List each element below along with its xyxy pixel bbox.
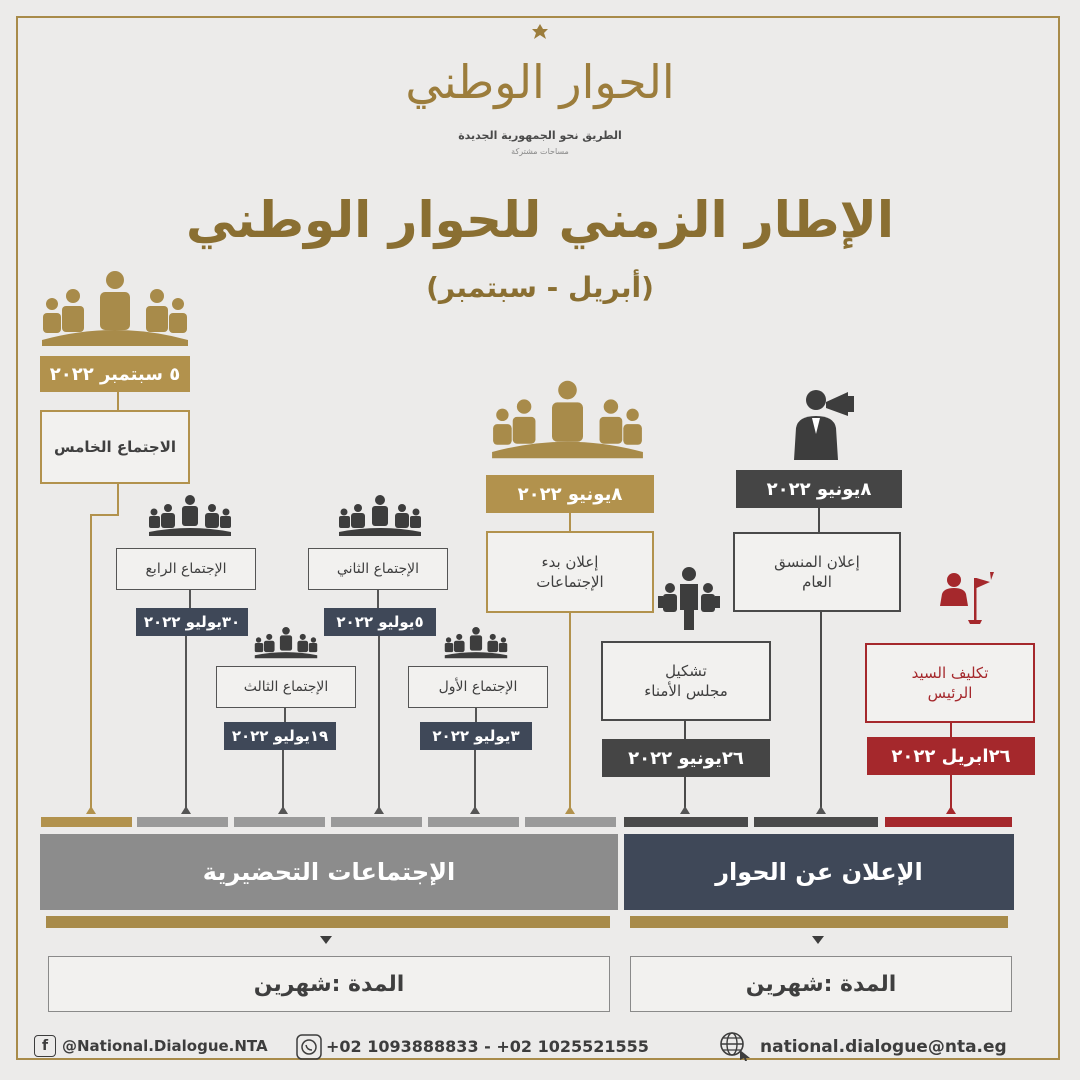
timeline-segment [137, 817, 228, 827]
duration-bar [630, 916, 1008, 928]
group-people-icon [656, 566, 722, 632]
timeline-segment [885, 817, 1012, 827]
connector-line [474, 750, 476, 810]
arrow-up-icon [816, 806, 826, 814]
meeting-small-icon [444, 626, 508, 660]
connector-line [569, 513, 571, 531]
event-box-trustees: تشكيل مجلس الأمناء [601, 641, 771, 721]
outer-frame [16, 16, 1060, 1060]
email-address[interactable]: national.dialogue@nta.eg [760, 1037, 1007, 1057]
date-badge-start-meetings: ٨يونيو ٢٠٢٢ [486, 475, 654, 513]
timeline-segment [754, 817, 878, 827]
date-badge-first: ٣يوليو ٢٠٢٢ [420, 722, 532, 750]
date-badge-fifth: ٥ سبتمبر ٢٠٢٢ [40, 356, 190, 392]
event-box-coordinator: إعلان المنسق العام [733, 532, 901, 612]
connector-line [117, 484, 119, 514]
page-title: الإطار الزمني للحوار الوطني [185, 191, 895, 249]
connector-line [282, 750, 284, 810]
arrow-up-icon [181, 806, 191, 814]
date-badge-third: ١٩يوليو ٢٠٢٢ [224, 722, 336, 750]
arrow-down-icon [320, 936, 332, 944]
president-flag-icon [938, 570, 998, 626]
timeline-segment [234, 817, 325, 827]
event-box-first: الإجتماع الأول [408, 666, 548, 708]
meeting-small-icon [254, 626, 318, 660]
phase-prep: الإجتماعات التحضيرية [40, 834, 618, 910]
logo-tagline: الطريق نحو الجمهورية الجديدة [458, 128, 622, 142]
facebook-icon: f [34, 1035, 56, 1057]
event-box-fourth: الإجتماع الرابع [116, 548, 256, 590]
date-badge-coordinator: ٨يونيو ٢٠٢٢ [736, 470, 902, 508]
connector-line [684, 721, 686, 739]
arrow-up-icon [565, 806, 575, 814]
phone-numbers[interactable]: +02 1093888833 - +02 1025521555 [326, 1037, 649, 1056]
event-box-second: الإجتماع الثاني [308, 548, 448, 590]
connector-line [90, 514, 92, 810]
arrow-up-icon [946, 806, 956, 814]
event-box-start-meetings: إعلان بدء الإجتماعات [486, 531, 654, 613]
connector-line [378, 636, 380, 810]
logo-tagline-sub: مساحات مشتركة [511, 146, 569, 156]
connector-line [90, 514, 119, 516]
arrow-up-icon [278, 806, 288, 814]
connector-line [818, 508, 820, 532]
arrow-up-icon [470, 806, 480, 814]
duration-prep: المدة :شهرين [48, 956, 610, 1012]
connector-line [189, 590, 191, 608]
meeting-table-icon [40, 268, 190, 350]
globe-icon [718, 1030, 752, 1062]
date-badge-second: ٥يوليو ٢٠٢٢ [324, 608, 436, 636]
arrow-up-icon [680, 806, 690, 814]
connector-line [950, 775, 952, 810]
megaphone-speaker-icon [790, 388, 860, 460]
timeline-segment [624, 817, 748, 827]
meeting-small-icon [148, 494, 232, 538]
connector-line [684, 777, 686, 810]
connector-line [117, 392, 119, 410]
arrow-up-icon [86, 806, 96, 814]
whatsapp-icon [296, 1034, 322, 1060]
meeting-table-icon [490, 376, 645, 464]
connector-line [284, 708, 286, 722]
phase-announce: الإعلان عن الحوار [624, 834, 1014, 910]
connector-line [820, 612, 822, 810]
connector-line [377, 590, 379, 608]
event-box-fifth: الاجتماع الخامس [40, 410, 190, 484]
timeline-segment [41, 817, 132, 827]
duration-announce: المدة :شهرين [630, 956, 1012, 1012]
date-badge-fourth: ٣٠يوليو ٢٠٢٢ [136, 608, 248, 636]
page-subtitle: (أبريل - سبتمبر) [426, 270, 654, 304]
arrow-down-icon [812, 936, 824, 944]
date-badge-president: ٢٦ابريل ٢٠٢٢ [867, 737, 1035, 775]
logo: الحوار الوطني [405, 55, 675, 109]
connector-line [569, 613, 571, 809]
meeting-small-icon [338, 494, 422, 538]
emblem-icon [510, 22, 570, 42]
date-badge-trustees: ٢٦يونيو ٢٠٢٢ [602, 739, 770, 777]
duration-bar [46, 916, 610, 928]
event-box-third: الإجتماع الثالث [216, 666, 356, 708]
timeline-segment [331, 817, 422, 827]
connector-line [185, 636, 187, 810]
connector-line [475, 708, 477, 722]
event-box-president: تكليف السيد الرئيس [865, 643, 1035, 723]
arrow-up-icon [374, 806, 384, 814]
timeline-segment [428, 817, 519, 827]
facebook-handle[interactable]: @National.Dialogue.NTA [62, 1037, 268, 1055]
timeline-segment [525, 817, 616, 827]
connector-line [950, 723, 952, 737]
